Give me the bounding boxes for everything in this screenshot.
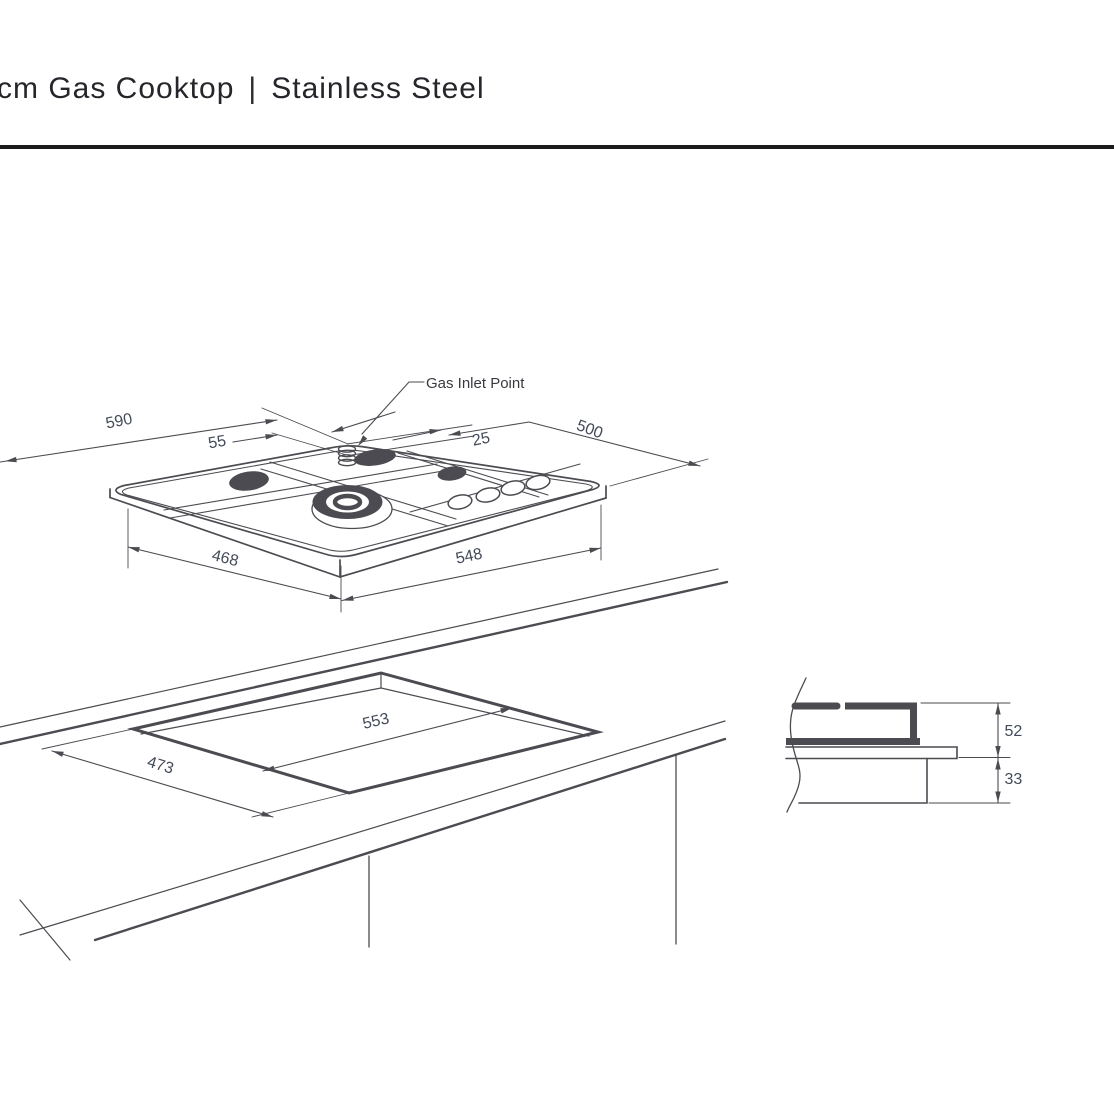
dim-52-arrow-up [995, 703, 1001, 715]
dim-55-arrow [265, 434, 277, 440]
dim-473-line [51, 750, 274, 818]
control-knob-3 [500, 480, 526, 496]
ext-line-right-corner [609, 458, 709, 487]
ext-line-corner-right [346, 424, 473, 445]
benchtop-cutout-drawing [0, 568, 729, 961]
cooktop-dimension-lines [0, 381, 709, 613]
control-knob-1 [447, 494, 473, 510]
dim-473-ext-line-2 [251, 792, 350, 818]
dim-468-label: 468 [210, 547, 240, 570]
dim-590-label: 590 [104, 411, 134, 433]
dim-548-arrow-left [342, 595, 354, 601]
cooktop-isometric-drawing [109, 444, 607, 578]
cooktop-skirt-corners [109, 485, 607, 578]
control-knob-2 [475, 487, 501, 503]
profile-top-dash-2-and-side [845, 702, 917, 742]
left-burner [229, 471, 269, 491]
dim-548-line [341, 547, 602, 602]
dim-500-label: 500 [574, 417, 605, 442]
dim-473-ext-line-1 [41, 728, 134, 750]
gas-inlet-label: Gas Inlet Point [426, 375, 525, 392]
control-knob-4 [525, 474, 551, 491]
dim-553-line [262, 707, 513, 772]
dim-553-arrow-right [500, 708, 512, 714]
dim-33-arrow-down [995, 791, 1001, 803]
profile-bench-lip [785, 746, 958, 760]
dimension-labels: Gas Inlet Point 590 55 25 500 468 548 55… [104, 375, 1022, 788]
dim-473-arrow-right [261, 811, 273, 817]
gas-inlet-leader-arrow [358, 435, 368, 446]
dim-468-line [127, 546, 342, 600]
dim-33-label: 33 [1005, 771, 1023, 788]
profile-cabinet-outline [798, 757, 928, 804]
dim-473-arrow-left [52, 751, 64, 757]
dim-590-line [0, 419, 278, 463]
dim-468-arrow-right [329, 593, 341, 599]
ext-line-corner [261, 407, 349, 445]
page-title: cm Gas Cooktop | Stainless Steel [0, 72, 485, 106]
dim-55-label: 55 [207, 433, 228, 453]
ext-line-inlet [271, 432, 351, 457]
gas-inlet-leader-line [361, 381, 425, 435]
page-title-product: cm Gas Cooktop [0, 72, 235, 105]
cutout-opening-outline [127, 671, 604, 795]
dim-548-arrow-right [589, 547, 601, 553]
benchtop-back-edge-thin [0, 568, 719, 728]
benchtop-left-end-edge [19, 899, 71, 961]
ext-line-inlet-right [351, 435, 475, 456]
page-title-separator: | [248, 72, 258, 105]
right-burner [437, 466, 467, 481]
page-title-finish: Stainless Steel [271, 72, 485, 105]
dim-52-label: 52 [1005, 723, 1023, 740]
dim-590-arrow-right [265, 419, 277, 425]
dim-548-label: 548 [454, 545, 484, 567]
dim-55-counter-arrow [332, 425, 344, 432]
dim-25-label: 25 [471, 430, 492, 450]
control-knobs [447, 474, 551, 510]
cooktop-skirt-bottom-edge [109, 496, 607, 578]
dim-33-arrow-up [995, 758, 1001, 770]
dim-25-arrow-left [429, 429, 441, 435]
dim-553-arrow-left [263, 765, 275, 771]
benchtop-back-edge [0, 580, 729, 746]
cutout-inner-wall-right [380, 687, 590, 737]
dim-52-arrow-down [995, 746, 1001, 757]
dim-473-label: 473 [145, 754, 176, 778]
benchtop-front-edge [93, 737, 727, 942]
dim-553-label: 553 [361, 710, 391, 733]
dim-500-line [528, 421, 701, 467]
header-divider-rule [0, 145, 1114, 149]
wok-burner-center-ring [332, 493, 363, 511]
dim-25-line [448, 421, 530, 436]
side-profile-drawing [785, 677, 1011, 813]
cutout-inner-wall-left [140, 687, 382, 735]
benchtop-front-edge-thin [19, 720, 726, 936]
dim-590-arrow-left [5, 456, 17, 463]
dim-468-arrow-left [128, 547, 140, 553]
dim-25-arrow-right [449, 430, 461, 436]
